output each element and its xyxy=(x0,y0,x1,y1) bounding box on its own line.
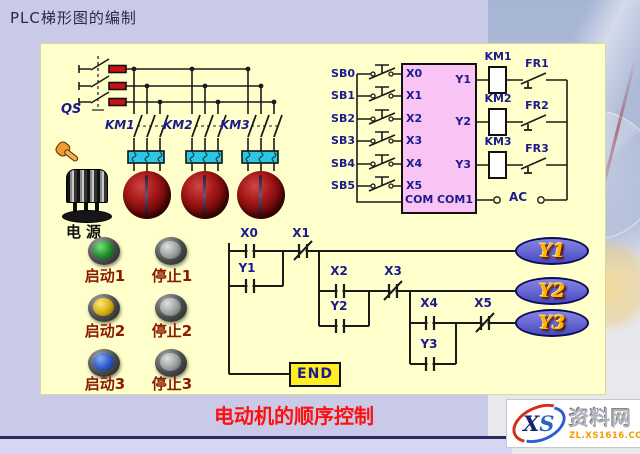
contactor-label-km1: KM1 xyxy=(105,118,135,132)
plc-output-y1: Y1 xyxy=(455,73,471,86)
start-label-1: 启动1 xyxy=(84,267,126,285)
logo-xs-icon: XS xyxy=(506,396,572,451)
logo-x: X xyxy=(523,411,540,436)
start-button-2[interactable] xyxy=(88,294,120,322)
diagram-panel: QS KM1 KM2 KM3 电源 启动1 停止1 启动2 停止2 启动3 停止… xyxy=(40,43,606,395)
contact-label-y2: Y2 xyxy=(330,299,348,313)
contact-label-x5: X5 xyxy=(474,296,492,310)
sb3-label: SB3 xyxy=(331,134,355,147)
thermal-relay-blocks xyxy=(127,150,279,164)
contact-label-y1: Y1 xyxy=(238,261,256,275)
plc-com-label: COM xyxy=(405,193,434,206)
coil-label-km3: KM3 xyxy=(484,135,512,148)
motor-3 xyxy=(237,171,285,219)
main-circuit-wires xyxy=(78,56,283,171)
plc-input-x5: X5 xyxy=(406,179,423,192)
contact-label-y3: Y3 xyxy=(420,337,438,351)
fr2-label: FR2 xyxy=(525,99,549,112)
output-oval-y3: Y3 xyxy=(515,309,589,337)
pointing-hand-icon xyxy=(51,136,85,169)
plc-input-x3: X3 xyxy=(406,134,423,147)
plc-input-x0: X0 xyxy=(406,67,423,80)
stop-label-3: 停止3 xyxy=(151,375,193,393)
start-label-2: 启动2 xyxy=(84,322,126,340)
plc-input-x4: X4 xyxy=(406,157,423,170)
coil-label-km1: KM1 xyxy=(484,50,512,63)
sb0-label: SB0 xyxy=(331,67,355,80)
contactor-label-km2: KM2 xyxy=(163,118,193,132)
page-title: PLC梯形图的编制 xyxy=(10,9,137,27)
motor-1 xyxy=(123,171,171,219)
plug-base xyxy=(62,210,112,223)
logo-name: 资料网 xyxy=(569,406,632,430)
fr1-label: FR1 xyxy=(525,57,549,70)
start-label-3: 启动3 xyxy=(84,375,126,393)
output-oval-y1: Y1 xyxy=(515,237,589,265)
plc-output-y3: Y3 xyxy=(455,158,471,171)
fr-contact-symbols xyxy=(520,72,547,174)
contact-label-x2: X2 xyxy=(330,264,348,278)
start-button-3[interactable] xyxy=(88,349,120,377)
start-button-1[interactable] xyxy=(88,237,120,265)
contact-label-x3: X3 xyxy=(384,264,402,278)
plc-box xyxy=(401,63,477,214)
motor-2 xyxy=(181,171,229,219)
sb4-label: SB4 xyxy=(331,157,355,170)
end-box: END xyxy=(289,362,341,387)
contactor-label-km3: KM3 xyxy=(220,118,250,132)
wiring-diagram xyxy=(78,56,568,375)
qs-switch-label: QS xyxy=(61,102,82,117)
sb5-label: SB5 xyxy=(331,179,355,192)
power-label: 电源 xyxy=(66,223,107,241)
stop-button-2[interactable] xyxy=(155,294,187,322)
stop-label-2: 停止2 xyxy=(151,322,193,340)
plc-com1-label: COM1 xyxy=(436,193,473,206)
coil-km2 xyxy=(488,108,507,136)
plc-input-x2: X2 xyxy=(406,112,423,125)
stop-button-1[interactable] xyxy=(155,237,187,265)
output-oval-y2: Y2 xyxy=(515,277,589,305)
coil-km1 xyxy=(488,66,507,94)
stop-label-1: 停止1 xyxy=(151,267,193,285)
logo-s: S xyxy=(539,411,555,436)
bottom-divider xyxy=(0,436,514,439)
bottom-strip xyxy=(0,439,512,454)
logo-url: ZL.XS1616.COM xyxy=(569,431,640,441)
stop-button-3[interactable] xyxy=(155,349,187,377)
power-plug-icon xyxy=(66,169,108,203)
contact-label-x4: X4 xyxy=(420,296,438,310)
sb1-label: SB1 xyxy=(331,89,355,102)
ac-label: AC xyxy=(508,190,528,204)
pushbutton-symbols xyxy=(368,64,396,192)
site-logo[interactable]: XS 资料网 ZL.XS1616.COM xyxy=(506,396,640,451)
plc-input-x1: X1 xyxy=(406,89,423,102)
plc-output-y2: Y2 xyxy=(455,115,471,128)
coil-label-km2: KM2 xyxy=(484,92,512,105)
caption: 电动机的顺序控制 xyxy=(214,404,374,428)
sb2-label: SB2 xyxy=(331,112,355,125)
contact-label-x1: X1 xyxy=(292,226,310,240)
contact-label-x0: X0 xyxy=(240,226,258,240)
coil-km3 xyxy=(488,151,507,179)
fr3-label: FR3 xyxy=(525,142,549,155)
